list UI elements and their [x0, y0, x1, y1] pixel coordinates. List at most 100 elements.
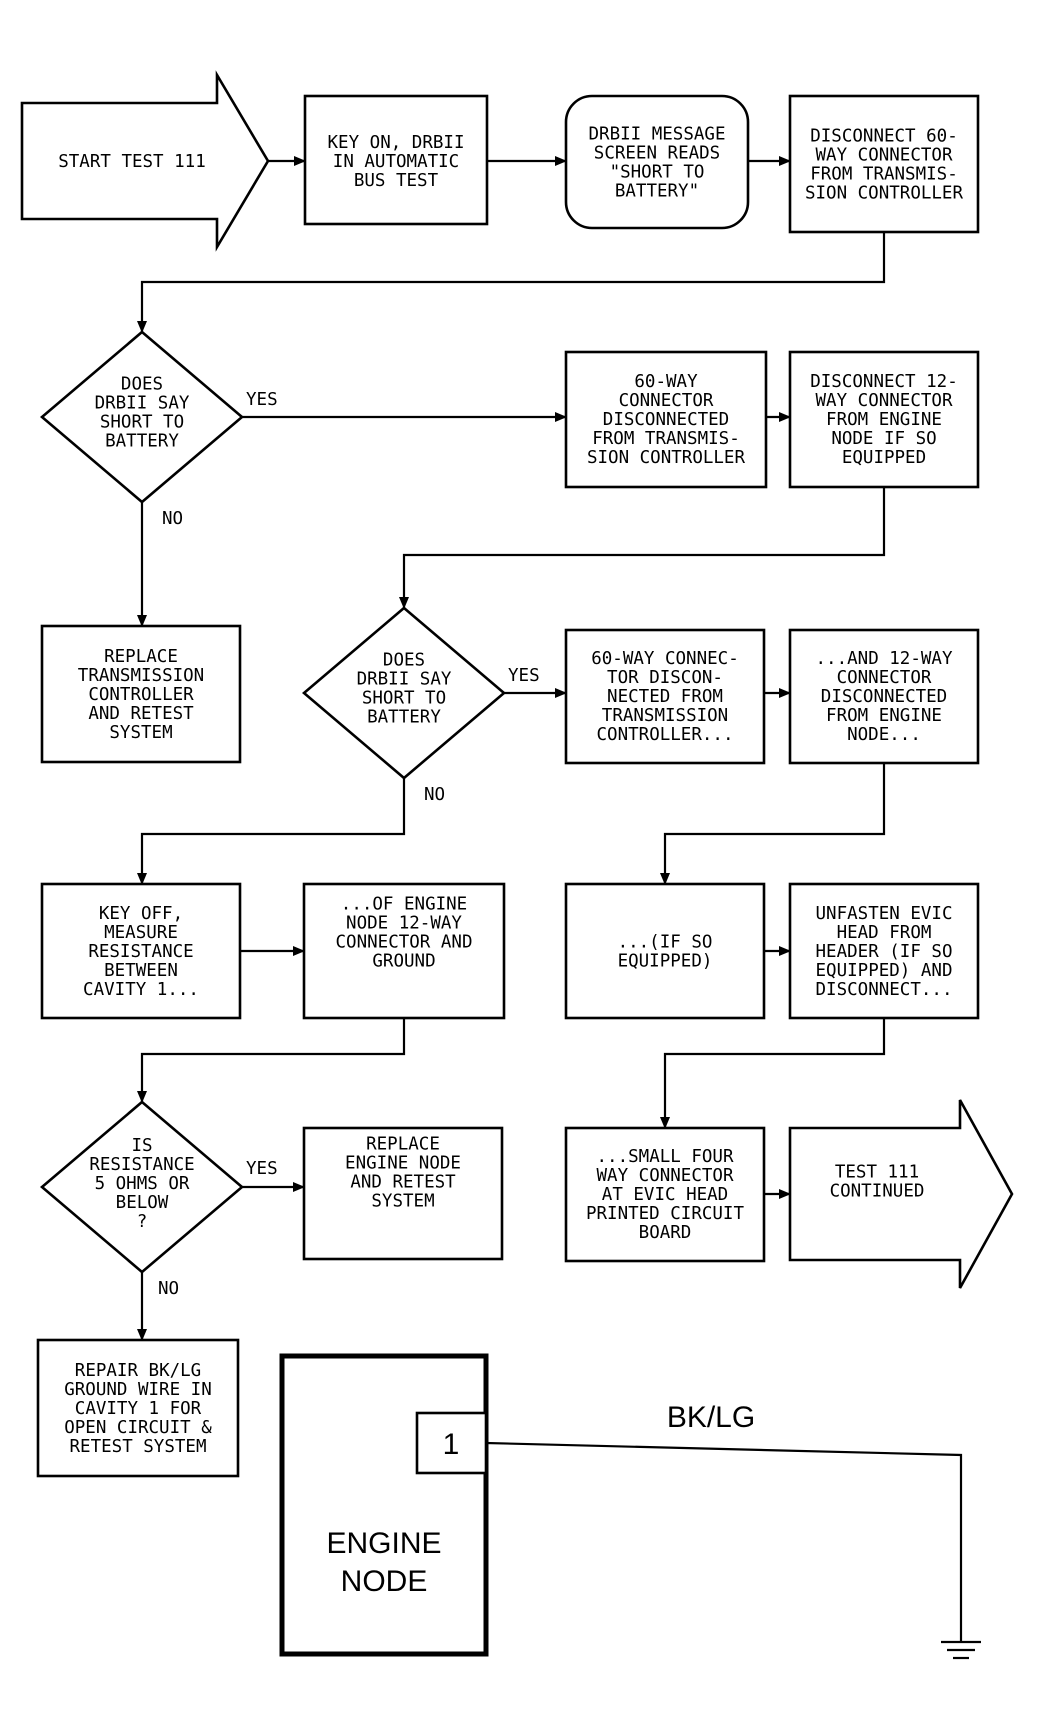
disconnected-60-way-box — [564, 350, 768, 489]
connector-both2-ifequipped — [660, 763, 886, 885]
engine-node-connector-box — [302, 882, 506, 1020]
text-line: BATTERY — [105, 432, 179, 452]
text-line: IS — [131, 1136, 152, 1156]
text-line: REPLACE — [366, 1135, 440, 1155]
text-line: 60-WAY CONNEC- — [591, 649, 739, 669]
text-line: IN AUTOMATIC — [333, 152, 459, 172]
text-line: SION CONTROLLER — [587, 448, 746, 468]
engine-node-component — [279, 1353, 489, 1657]
text-line: FROM TRANSMIS- — [592, 429, 740, 449]
no-label-3: NO — [158, 1279, 179, 1299]
connector-disc12-decision2 — [399, 487, 886, 609]
text-line: TOR DISCON- — [607, 668, 723, 688]
text-line: NODE — [341, 1565, 428, 1598]
text-line: HEADER (IF SO — [816, 942, 953, 962]
engine-node-label: ENGINE NODE — [326, 1527, 441, 1598]
text-line: EQUIPPED) — [618, 952, 713, 972]
text-line: WAY CONNECTOR — [816, 146, 953, 166]
text-line: SHORT TO — [362, 689, 446, 709]
text-line: AND RETEST — [88, 704, 194, 724]
text-line: FROM ENGINE — [826, 706, 942, 726]
text-line: WAY CONNECTOR — [816, 391, 953, 411]
text-line: DISCONNECT... — [816, 980, 953, 1000]
text-line: OPEN CIRCUIT & — [64, 1418, 212, 1438]
text-line: FROM ENGINE — [826, 410, 942, 430]
text-line: CONTROLLER... — [597, 725, 734, 745]
replace-engine-node-box — [302, 1126, 504, 1261]
text-line: CAVITY 1... — [83, 980, 199, 1000]
text-line: START TEST 111 — [58, 152, 206, 172]
text-line: DRBII MESSAGE — [589, 125, 726, 145]
text-line: ? — [137, 1212, 148, 1232]
text-line: 60-WAY — [634, 372, 698, 392]
pin-1-box — [415, 1411, 488, 1475]
text-line: SION CONTROLLER — [805, 184, 964, 204]
text-line: UNFASTEN EVIC — [816, 904, 953, 924]
text-line: NODE 12-WAY — [346, 914, 462, 934]
yes-label-3: YES — [246, 1159, 278, 1179]
text-line: CONTROLLER — [88, 685, 194, 705]
ground-icon — [941, 1640, 981, 1660]
text-line: BATTERY" — [615, 182, 699, 202]
yes-label-1: YES — [246, 390, 278, 410]
text-line: DISCONNECT 60- — [810, 127, 958, 147]
text-line: DRBII SAY — [95, 394, 190, 414]
text-line: CONNECTOR — [619, 391, 714, 411]
continued-arrow-shape — [788, 1099, 1014, 1289]
text-line: ENGINE — [326, 1527, 441, 1560]
key-on-box — [303, 94, 489, 226]
text-line: HEAD FROM — [837, 923, 932, 943]
both-disconnected-box-1 — [564, 628, 766, 765]
start-test-label: START TEST 111 — [58, 152, 206, 172]
text-line: FROM TRANSMIS- — [810, 165, 958, 185]
text-line: DOES — [383, 651, 425, 671]
both-disconnected-box-2 — [788, 628, 980, 765]
connectors — [137, 156, 886, 1341]
if-so-equipped-box — [564, 882, 766, 1020]
text-line: WAY CONNECTOR — [597, 1166, 734, 1186]
connector-unfasten-smallfour — [660, 1018, 886, 1129]
text-line: 5 OHMS OR — [95, 1174, 190, 1194]
text-line: REPLACE — [104, 647, 178, 667]
text-line: KEY OFF, — [99, 904, 183, 924]
text-line: CAVITY 1 FOR — [75, 1399, 202, 1419]
text-line: KEY ON, DRBII — [328, 133, 465, 153]
disconnect-12-way-box — [788, 350, 980, 489]
text-line: ...AND 12-WAY — [816, 649, 953, 669]
no-label-2: NO — [424, 785, 445, 805]
wire-color-label: BK/LG — [667, 1401, 755, 1434]
text-line: DISCONNECTED — [821, 687, 947, 707]
text-line: GROUND — [372, 952, 435, 972]
text-line: CONNECTOR — [837, 668, 932, 688]
text-line: CONTINUED — [830, 1182, 925, 1202]
text-line: SHORT TO — [100, 413, 184, 433]
text-line: SYSTEM — [371, 1192, 434, 1212]
text-line: RESISTANCE — [88, 942, 193, 962]
connector-disconnect-decision1 — [137, 232, 886, 333]
text-line: TEST 111 — [835, 1163, 919, 1183]
connector-decision2-no — [137, 778, 406, 885]
start-arrow-shape — [20, 70, 270, 252]
text-line: CONNECTOR AND — [336, 933, 473, 953]
text-line: REPAIR BK/LG — [75, 1361, 201, 1381]
no-label-1: NO — [162, 509, 183, 529]
text-line: RESISTANCE — [89, 1155, 194, 1175]
text-line: GROUND WIRE IN — [64, 1380, 212, 1400]
text-line: ...(IF SO — [618, 933, 713, 953]
